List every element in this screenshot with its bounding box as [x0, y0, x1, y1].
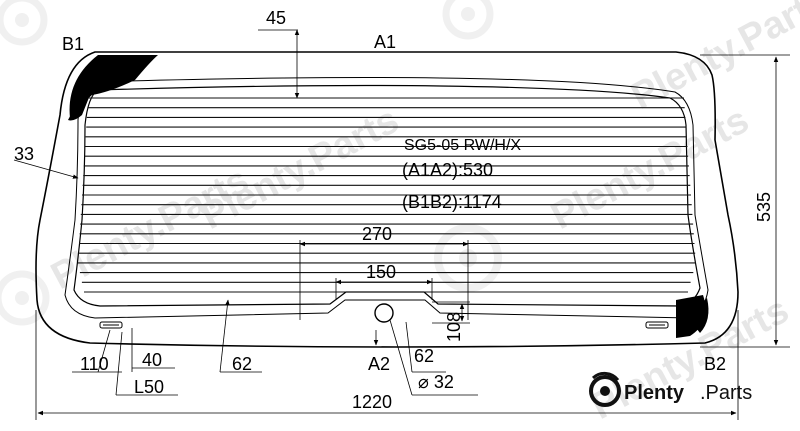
- dim-535: 535: [754, 192, 774, 222]
- dim-hole-diameter: ⌀ 32: [418, 372, 454, 392]
- dim-l50: L50: [134, 377, 164, 397]
- spec-block: SG5-05 RW/H/X (A1A2):530 (B1B2):1174: [402, 137, 521, 212]
- dim-62-left: 62: [232, 354, 252, 374]
- defroster-lines: [77, 97, 696, 293]
- dimension-lines: [13, 29, 790, 420]
- corner-label-b2: B2: [704, 354, 726, 374]
- watermark-text: Plenty.Parts: [545, 99, 756, 238]
- dim-45: 45: [266, 8, 286, 28]
- brand-logo: Plenty .Parts: [589, 371, 752, 407]
- dim-62-right: 62: [414, 346, 434, 366]
- glass-outline: [35, 51, 739, 348]
- dim-1220: 1220: [352, 392, 392, 412]
- brand-name: Plenty: [624, 382, 685, 404]
- watermark-text: Plenty.Parts: [625, 0, 800, 118]
- corner-label-b1: B1: [62, 34, 84, 54]
- brand-suffix: .Parts: [700, 382, 752, 404]
- dim-33: 33: [14, 144, 34, 164]
- spec-b1b2: (B1B2):1174: [402, 192, 502, 212]
- brake-disc-icon: [589, 371, 621, 407]
- dim-270: 270: [362, 224, 392, 244]
- dimension-labels: 45 33 535 270 150 108 110 40 L50 62 62 ⌀…: [14, 8, 774, 412]
- corner-label-a1: A1: [374, 32, 396, 52]
- wiper-hole-icon: [374, 303, 394, 323]
- dim-40: 40: [142, 350, 162, 370]
- spec-a1a2: (A1A2):530: [402, 160, 493, 180]
- corner-labels: B1 A1 A2 B2: [62, 32, 726, 374]
- dim-110: 110: [80, 354, 109, 374]
- spec-model: SG5-05 RW/H/X: [404, 137, 521, 154]
- corner-label-a2: A2: [368, 354, 390, 374]
- dim-108: 108: [444, 312, 464, 342]
- dim-150: 150: [366, 262, 396, 282]
